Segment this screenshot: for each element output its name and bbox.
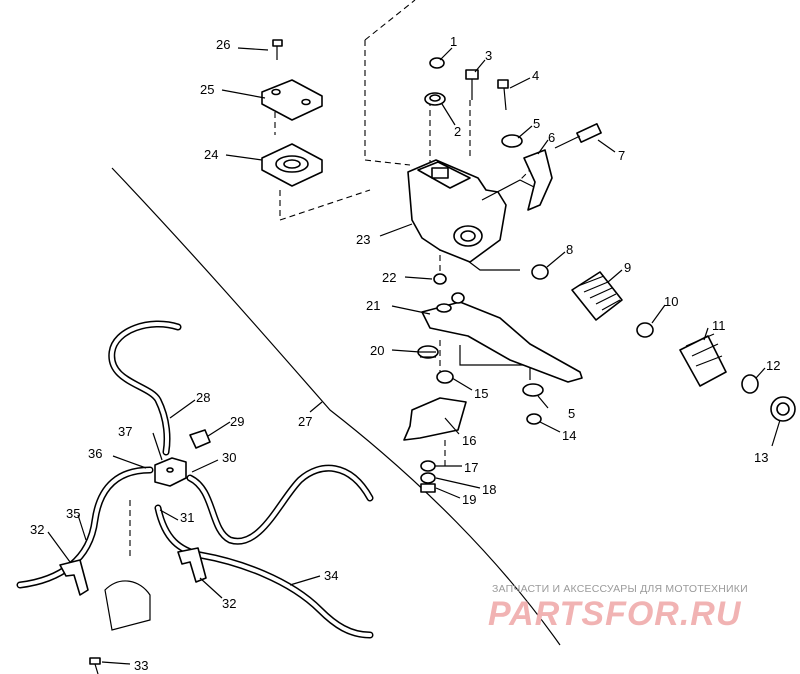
divider-lines: [111, 0, 561, 646]
callout-33: 33: [134, 658, 148, 673]
callout-29: 29: [230, 414, 244, 429]
callout-23: 23: [356, 232, 370, 247]
callout-16: 16: [462, 433, 476, 448]
callout-12: 12: [766, 358, 780, 373]
callout-7: 7: [618, 148, 625, 163]
washer-10: [636, 322, 654, 338]
callout-25: 25: [200, 82, 214, 97]
callout-labels: 1 2 3 4 5 5 6 7 8 9 10 11 12 13 14 15 16…: [30, 34, 780, 673]
callout-13: 13: [754, 450, 768, 465]
clamp-bolt-7: [554, 123, 602, 149]
callout-5-top: 5: [533, 116, 540, 131]
bracket-16: [403, 397, 467, 441]
washer-5-bottom: [522, 383, 544, 397]
reservoir-cover: [261, 79, 323, 121]
spring-9: [571, 271, 623, 321]
callout-37: 37: [118, 424, 132, 439]
pivot-washer-top: [451, 292, 465, 304]
bolt-19: [420, 483, 436, 493]
junction-block-37: [154, 457, 187, 487]
callout-32-left: 32: [30, 522, 44, 537]
callout-18: 18: [482, 482, 496, 497]
callout-30: 30: [222, 450, 236, 465]
callout-34: 34: [324, 568, 338, 583]
nut-15: [436, 370, 454, 384]
washer-5-top: [501, 134, 523, 148]
callout-22: 22: [382, 270, 396, 285]
callout-2: 2: [454, 124, 461, 139]
callout-36: 36: [88, 446, 102, 461]
spring-20: [417, 345, 439, 359]
callout-6: 6: [548, 130, 555, 145]
bolt-33: [89, 657, 101, 674]
callout-28: 28: [196, 390, 210, 405]
ring-12: [741, 374, 759, 394]
leader-lines: [47, 47, 781, 665]
callout-15: 15: [474, 386, 488, 401]
callout-24: 24: [204, 147, 218, 162]
watermark-brand: PARTSFOR.RU: [488, 595, 742, 633]
caliper-bracket-right: [177, 547, 207, 583]
callout-19: 19: [462, 492, 476, 507]
washer-18: [420, 472, 436, 484]
callout-4: 4: [532, 68, 539, 83]
nut-14: [526, 413, 542, 425]
callout-10: 10: [664, 294, 678, 309]
watermark: ЗАПЧАСТИ И АКСЕССУАРЫ ДЛЯ МОТОТЕХНИКИ PA…: [488, 583, 748, 633]
washer-8: [531, 264, 549, 280]
callout-1: 1: [450, 34, 457, 49]
boot-13: [770, 396, 796, 422]
caliper-bracket-left: [59, 559, 89, 596]
piston-11: [679, 333, 727, 387]
reservoir-diaphragm: [261, 143, 323, 187]
master-cylinder-body: [407, 159, 541, 263]
bracket-plate-33: [104, 580, 151, 631]
bolt-3: [465, 69, 479, 100]
callout-27: 27: [298, 414, 312, 429]
callout-35: 35: [66, 506, 80, 521]
callout-14: 14: [562, 428, 576, 443]
brake-lever: [421, 301, 583, 383]
callout-20: 20: [370, 343, 384, 358]
callout-21: 21: [366, 298, 380, 313]
callout-11: 11: [712, 318, 726, 333]
top-nut: [429, 57, 445, 69]
watermark-tagline: ЗАПЧАСТИ И АКСЕССУАРЫ ДЛЯ МОТОТЕХНИКИ: [492, 583, 748, 595]
pivot-22: [433, 273, 447, 285]
top-washer: [424, 92, 446, 106]
callout-5-bottom: 5: [568, 406, 575, 421]
banjo-29: [189, 429, 211, 449]
callout-32-right: 32: [222, 596, 236, 611]
brake-hoses: [16, 320, 374, 639]
callout-8: 8: [566, 242, 573, 257]
reservoir-screw: [272, 39, 283, 60]
pin-4: [497, 79, 509, 111]
clamp-6: [523, 149, 553, 211]
callout-26: 26: [216, 37, 230, 52]
callout-9: 9: [624, 260, 631, 275]
callout-17: 17: [464, 460, 478, 475]
callout-3: 3: [485, 48, 492, 63]
callout-31: 31: [180, 510, 194, 525]
washer-17: [420, 460, 436, 472]
